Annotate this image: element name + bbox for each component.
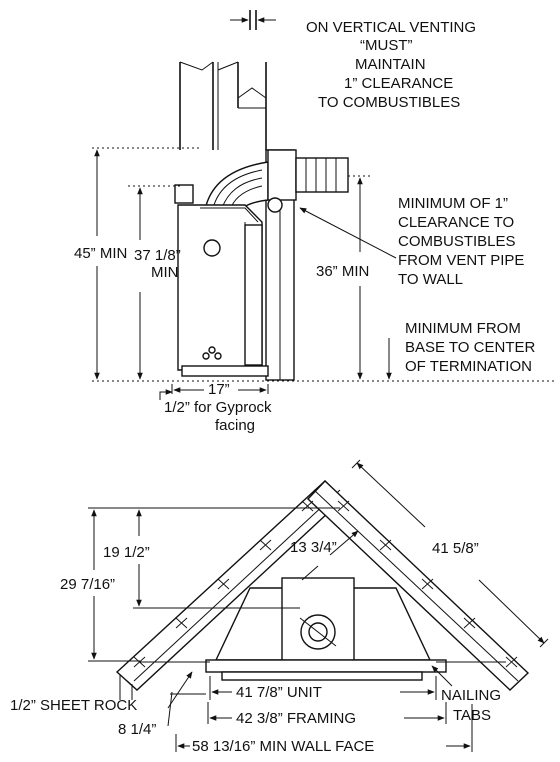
termination-line-3: OF TERMINATION — [405, 358, 532, 375]
dim-41-5-8: 41 5/8” — [351, 459, 549, 648]
sheet-rock-label: 1/2” SHEET ROCK — [10, 697, 137, 714]
dim-framing: 42 3/8” FRAMING — [207, 702, 447, 727]
gyprock-label-2: facing — [215, 417, 255, 434]
gyprock-label-1: 1/2” for Gyprock — [164, 399, 272, 416]
vent-note-line-1: MINIMUM OF 1” — [398, 195, 508, 212]
dim-unit: 41 7/8” UNIT — [209, 676, 437, 701]
reference-lines — [92, 147, 556, 382]
dim-13-3-4-label: 13 3/4” — [290, 539, 337, 556]
dim-17: 17” — [171, 381, 269, 398]
wall-face-label: 58 13/16” MIN WALL FACE — [192, 738, 374, 755]
dim-36-min: 36” MIN — [316, 177, 369, 380]
dim-41-5-8-label: 41 5/8” — [432, 540, 479, 557]
gyprock-note: 1/2” for Gyprock facing — [159, 389, 272, 434]
dim-19-1-2-label: 19 1/2” — [103, 544, 150, 561]
dim-19-1-2: 19 1/2” — [103, 507, 340, 609]
fireplace-framing — [140, 577, 506, 681]
vertical-note-line-1: ON VERTICAL VENTING — [306, 19, 476, 36]
vent-note-line-4: FROM VENT PIPE — [398, 252, 524, 269]
vertical-note-line-4: 1” CLEARANCE — [344, 75, 453, 92]
termination-note: MINIMUM FROM BASE TO CENTER OF TERMINATI… — [386, 320, 535, 380]
dim-29-7-16: 29 7/16” — [60, 507, 140, 662]
dim-wall-face: 58 13/16” MIN WALL FACE — [175, 704, 473, 755]
framing-label: 42 3/8” FRAMING — [236, 710, 356, 727]
nailing-label: NAILING — [441, 687, 501, 704]
dim-45-min: 45” MIN — [74, 149, 127, 380]
termination-line-1: MINIMUM FROM — [405, 320, 521, 337]
vertical-note-line-3: MAINTAIN — [355, 56, 426, 73]
vent-note-line-3: COMBUSTIBLES — [398, 233, 516, 250]
vertical-vent-chase — [179, 10, 276, 150]
dim-13-3-4: 13 3/4” — [290, 530, 359, 581]
vent-note-line-2: CLEARANCE TO — [398, 214, 514, 231]
unit-label: 41 7/8” UNIT — [236, 684, 322, 701]
dim-45-label: 45” MIN — [74, 245, 127, 262]
dim-8-1-4: 8 1/4” — [118, 691, 206, 738]
corner-walls — [115, 480, 530, 691]
side-view: 45” MIN 37 1/8” MIN 36” MIN 17” 1/2” for… — [74, 10, 556, 434]
dim-37-label-1: 37 1/8” — [134, 247, 181, 264]
vent-elbow-pipe — [204, 149, 349, 216]
vent-pipe-clearance-note: MINIMUM OF 1” CLEARANCE TO COMBUSTIBLES … — [299, 195, 524, 288]
dim-37-label-2: MIN — [151, 264, 179, 281]
dim-37-min: 37 1/8” MIN — [134, 187, 181, 380]
tabs-label: TABS — [453, 707, 491, 724]
vertical-note-line-2: “MUST” — [360, 37, 413, 54]
vertical-note-line-5: TO COMBUSTIBLES — [318, 94, 460, 111]
dim-29-7-16-label: 29 7/16” — [60, 576, 115, 593]
dim-36-label: 36” MIN — [316, 263, 369, 280]
termination-line-2: BASE TO CENTER — [405, 339, 535, 356]
vent-note-line-5: TO WALL — [398, 271, 463, 288]
sheet-rock-note: 1/2” SHEET ROCK — [10, 671, 193, 714]
dim-8-1-4-label: 8 1/4” — [118, 721, 156, 738]
fireplace-unit-side — [174, 184, 269, 377]
plan-view: 41 5/8” 13 3/4” 19 1/2” 29 7/16” — [10, 459, 549, 755]
dim-17-label: 17” — [208, 381, 230, 398]
vertical-venting-note: ON VERTICAL VENTING “MUST” MAINTAIN 1” C… — [306, 19, 476, 111]
nailing-tabs-note: NAILING TABS — [431, 665, 501, 724]
